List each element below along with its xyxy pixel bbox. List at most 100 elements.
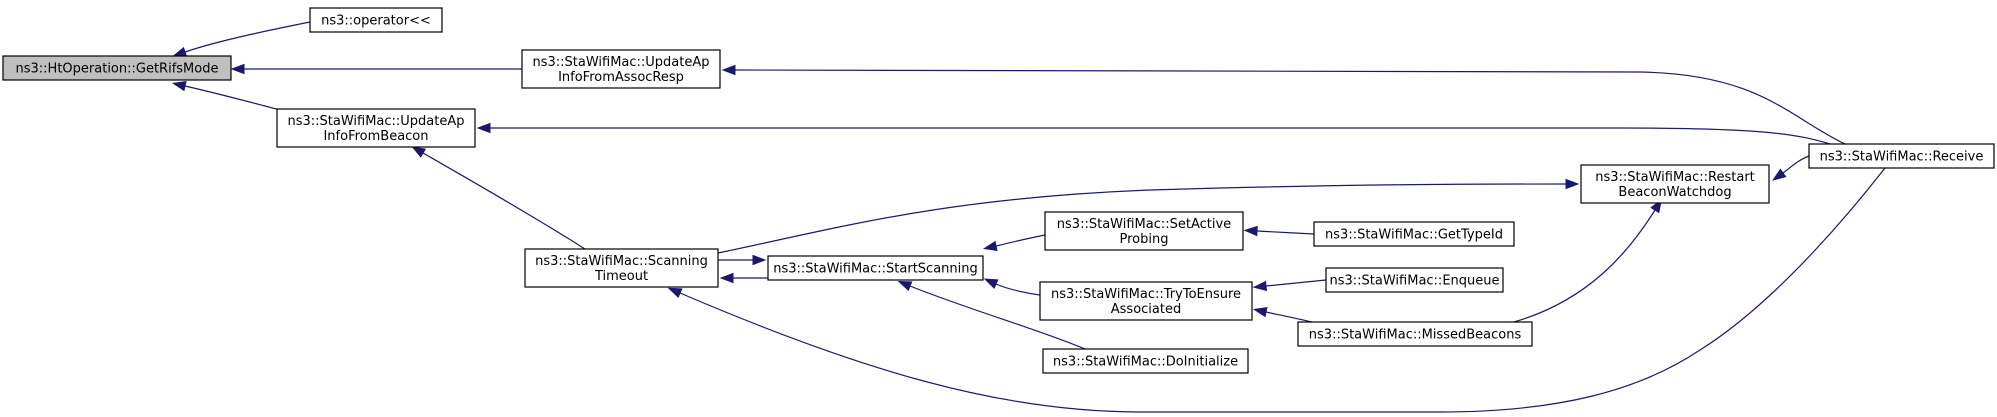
node-box-setactive[interactable] [1044,211,1244,251]
edge-line-doinit-startscanning [909,285,1086,350]
edge-arrowhead-operator-getrifsmode [172,46,188,57]
node-label-tryensure-1: Associated [1111,302,1181,317]
node-label-operator-0: ns3::operator<< [321,14,431,29]
node-box-restart[interactable] [1580,164,1770,204]
edge-arrowhead-gettypeid-setactive [1243,225,1258,237]
edge-doinit-startscanning [897,281,1086,350]
edge-line-missed-restart [1513,209,1656,323]
node-label-enqueue-0: ns3::StaWifiMac::Enqueue [1330,274,1500,289]
node-label-startscanning-0: ns3::StaWifiMac::StartScanning [773,262,978,277]
edge-line-tryensure-startscanning [995,283,1041,296]
node-box-updateassoc[interactable] [521,49,721,89]
node-label-getrifsmode-0: ns3::HtOperation::GetRifsMode [16,62,219,77]
node-box-scanning[interactable] [524,248,719,288]
edge-line-missed-tryensure [1265,311,1313,323]
node-box-enqueue[interactable] [1325,267,1504,293]
node-updateassoc[interactable]: ns3::StaWifiMac::UpdateApInfoFromAssocRe… [521,49,721,89]
node-label-restart-0: ns3::StaWifiMac::Restart [1595,170,1755,185]
edge-line-receive-updatebeacon [490,127,1831,145]
edge-line-receive-restart [1782,155,1810,174]
edge-setactive-startscanning [982,234,1046,251]
edge-updateassoc-getrifsmode [230,63,522,75]
node-label-receive-0: ns3::StaWifiMac::Receive [1820,150,1984,165]
node-label-scanning-0: ns3::StaWifiMac::Scanning [535,254,708,269]
edge-line-setactive-startscanning [995,234,1046,247]
node-missed[interactable]: ns3::StaWifiMac::MissedBeacons [1297,321,1533,347]
edge-gettypeid-setactive [1243,225,1315,237]
node-box-startscanning[interactable] [767,255,984,281]
node-label-scanning-1: Timeout [594,269,648,284]
edge-arrowhead-updatebeacon-getrifsmode [171,81,187,92]
edge-arrowhead-tryensure-startscanning [983,278,999,289]
edge-line-receive-scanning [679,167,1886,413]
node-label-updateassoc-1: InfoFromAssocResp [558,70,684,85]
edge-updatebeacon-getrifsmode [171,81,281,111]
edge-arrowhead-missed-tryensure [1252,306,1268,318]
node-box-doinit[interactable] [1042,348,1249,374]
edge-tryensure-startscanning [983,278,1041,296]
edge-arrowhead-doinit-startscanning [897,281,913,292]
edge-line-gettypeid-setactive [1256,230,1315,235]
edge-enqueue-tryensure [1252,279,1327,292]
node-box-gettypeid[interactable] [1313,221,1515,247]
edge-operator-getrifsmode [172,21,311,57]
node-box-getrifsmode[interactable] [2,55,232,81]
edge-arrowhead-startscanning-scanning [719,272,734,284]
node-startscanning[interactable]: ns3::StaWifiMac::StartScanning [767,255,984,281]
node-label-missed-0: ns3::StaWifiMac::MissedBeacons [1309,328,1522,343]
node-doinit[interactable]: ns3::StaWifiMac::DoInitialize [1042,348,1249,374]
node-box-updatebeacon[interactable] [276,108,476,148]
node-box-receive[interactable] [1808,143,1995,169]
edge-line-scanning-restart [717,183,1567,254]
node-getrifsmode[interactable]: ns3::HtOperation::GetRifsMode [2,55,232,81]
node-enqueue[interactable]: ns3::StaWifiMac::Enqueue [1325,267,1504,293]
node-box-missed[interactable] [1297,321,1533,347]
edge-scanning-updatebeacon [411,146,586,250]
edge-arrowhead-receive-scanning [667,287,683,298]
edge-arrowhead-receive-updateassoc [721,64,736,76]
edge-scanning-startscanning [718,254,767,266]
edge-receive-scanning [667,167,1886,413]
node-label-setactive-0: ns3::StaWifiMac::SetActive [1057,217,1231,232]
edge-line-enqueue-tryensure [1265,279,1327,287]
node-box-operator[interactable] [309,7,443,33]
edge-receive-restart [1772,155,1810,181]
node-box-tryensure[interactable] [1039,281,1253,321]
node-label-updatebeacon-1: InfoFromBeacon [323,129,428,144]
edge-line-scanning-updatebeacon [422,152,586,250]
call-graph-nodes: ns3::HtOperation::GetRifsMode ns3::operat… [2,7,1995,374]
edge-line-updatebeacon-getrifsmode [184,85,281,111]
edge-arrowhead-scanning-updatebeacon [411,146,427,158]
edge-line-receive-updateassoc [734,69,1846,145]
edge-arrowhead-receive-restart [1772,168,1787,181]
edge-arrowhead-enqueue-tryensure [1252,280,1268,292]
edge-arrowhead-setactive-startscanning [982,240,998,251]
edge-receive-updateassoc [721,64,1846,145]
edge-line-operator-getrifsmode [184,21,311,53]
node-label-updatebeacon-0: ns3::StaWifiMac::UpdateAp [287,114,464,129]
edge-arrowhead-receive-updatebeacon [476,122,491,134]
edge-missed-tryensure [1252,306,1313,323]
edge-missed-restart [1513,198,1663,323]
edge-scanning-restart [717,178,1580,254]
node-operator[interactable]: ns3::operator<< [309,7,443,33]
node-label-updateassoc-0: ns3::StaWifiMac::UpdateAp [532,55,709,70]
edge-receive-updatebeacon [476,122,1831,145]
node-label-restart-1: BeaconWatchdog [1618,185,1731,200]
call-graph-edges [171,21,1886,413]
node-label-doinit-0: ns3::StaWifiMac::DoInitialize [1053,355,1238,370]
node-label-tryensure-0: ns3::StaWifiMac::TryToEnsure [1051,287,1241,302]
node-receive[interactable]: ns3::StaWifiMac::Receive [1808,143,1995,169]
edge-arrowhead-scanning-restart [1565,178,1580,190]
node-label-gettypeid-0: ns3::StaWifiMac::GetTypeId [1325,228,1503,243]
edge-arrowhead-scanning-startscanning [752,254,767,266]
node-label-setactive-1: Probing [1120,232,1169,247]
node-gettypeid[interactable]: ns3::StaWifiMac::GetTypeId [1313,221,1515,247]
edge-arrowhead-updateassoc-getrifsmode [230,63,245,75]
